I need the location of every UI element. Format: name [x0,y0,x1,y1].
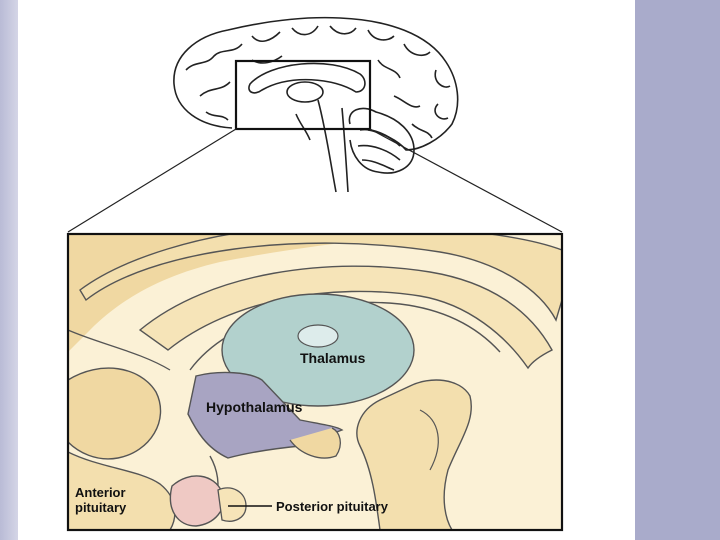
massa-intermedia [297,324,339,348]
thalamus-region [221,293,415,407]
zoom-connector-left [67,128,237,233]
enlarged-view-frame [66,232,564,532]
anterior-pituitary-region [169,475,225,527]
anterior-pituitary-label-line2: pituitary [75,500,127,515]
hypothalamus-label: Hypothalamus [206,399,303,415]
zoom-connector-right [369,128,563,233]
posterior-pituitary-label: Posterior pituitary [276,499,389,514]
anterior-pituitary-label-line1: Anterior [75,485,126,500]
enlarged-view [68,234,562,530]
zoom-region-box [234,59,372,131]
whole-brain-drawing [173,16,459,193]
slide-border [0,0,18,540]
thalamus-label: Thalamus [300,350,366,366]
